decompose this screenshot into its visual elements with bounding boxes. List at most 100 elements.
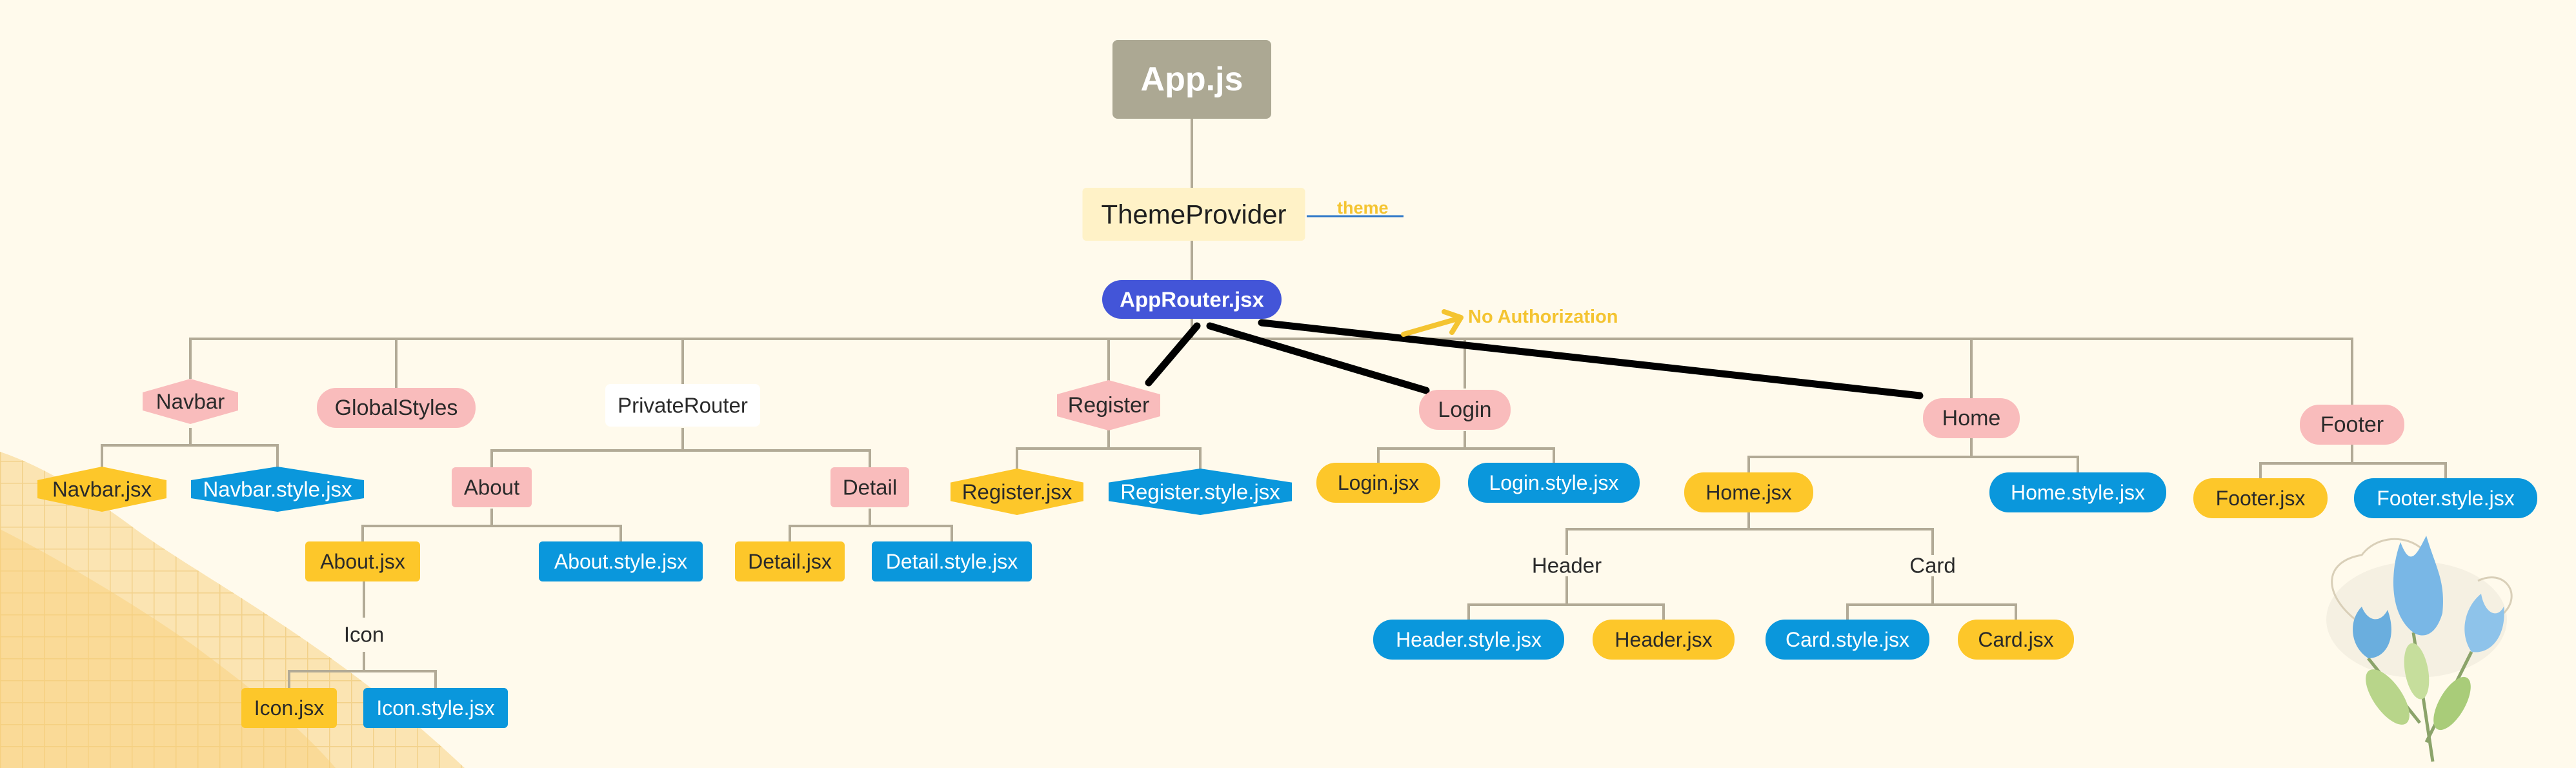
node-register-jsx-label: Register.jsx xyxy=(962,480,1072,504)
node-icon-style-shape xyxy=(363,688,508,728)
node-private-router-label: PrivateRouter xyxy=(618,394,748,418)
node-app-router: AppRouter.jsx xyxy=(1102,280,1282,319)
node-card-jsx-shape xyxy=(1958,620,2074,660)
node-detail-style-label: Detail.style.jsx xyxy=(886,550,1018,573)
node-register-jsx-shape xyxy=(951,469,1083,515)
node-login-style: Login.style.jsx xyxy=(1468,463,1640,503)
node-register-style-shape xyxy=(1109,469,1292,515)
node-theme-provider-label: ThemeProvider xyxy=(1101,199,1286,230)
node-footer-jsx-label: Footer.jsx xyxy=(2216,487,2306,510)
node-card-style-shape xyxy=(1766,620,1929,660)
node-login-jsx: Login.jsx xyxy=(1316,463,1440,503)
no-authorization-note: No Authorization xyxy=(1401,307,1618,337)
node-about-jsx: About.jsx xyxy=(305,541,420,581)
node-card-jsx-label: Card.jsx xyxy=(1978,628,2053,651)
node-navbar-label: Navbar xyxy=(156,390,225,414)
node-register-style: Register.style.jsx xyxy=(1109,469,1292,515)
node-home-jsx-label: Home.jsx xyxy=(1706,481,1791,504)
node-theme-provider: ThemeProvider xyxy=(1082,188,1305,241)
node-icon-jsx-label: Icon.jsx xyxy=(254,696,324,720)
node-app-router-shape xyxy=(1102,280,1282,319)
node-footer-style-label: Footer.style.jsx xyxy=(2377,487,2514,510)
node-home-style-shape xyxy=(1989,472,2166,512)
route-lines xyxy=(1145,319,1924,399)
node-footer-jsx-shape xyxy=(2193,478,2328,518)
node-login-label: Login xyxy=(1438,398,1491,422)
node-login-jsx-label: Login.jsx xyxy=(1338,471,1419,494)
node-home: Home xyxy=(1923,398,2020,438)
no-authorization-label: No Authorization xyxy=(1468,307,1618,327)
node-detail-jsx-label: Detail.jsx xyxy=(748,550,832,573)
node-about-shape xyxy=(452,467,532,507)
diagram-nodes: App.jsThemeProviderAppRouter.jsxNavbarNa… xyxy=(37,40,2537,728)
node-about-style: About.style.jsx xyxy=(539,541,703,581)
node-global-styles-label: GlobalStyles xyxy=(335,396,458,420)
node-register: Register xyxy=(1057,380,1160,430)
node-icon-style-label: Icon.style.jsx xyxy=(376,696,494,720)
arrow-icon xyxy=(1442,309,1464,335)
node-navbar-style-label: Navbar.style.jsx xyxy=(203,478,352,501)
node-global-styles-shape xyxy=(317,388,476,428)
node-login: Login xyxy=(1419,390,1511,430)
node-detail-label: Detail xyxy=(843,476,897,500)
node-home-jsx-shape xyxy=(1684,472,1813,512)
node-about: About xyxy=(452,467,532,507)
node-detail-style-shape xyxy=(872,541,1032,581)
node-navbar-jsx-shape xyxy=(37,467,166,512)
node-card-style: Card.style.jsx xyxy=(1766,620,1929,660)
node-theme-provider-shape xyxy=(1082,188,1305,241)
node-footer-style: Footer.style.jsx xyxy=(2354,478,2537,518)
node-header-label: Header xyxy=(1532,554,1602,578)
theme-note-label: theme xyxy=(1337,198,1389,217)
node-home-shape xyxy=(1923,398,2020,438)
node-register-style-label: Register.style.jsx xyxy=(1120,480,1280,504)
node-footer-style-shape xyxy=(2354,478,2537,518)
node-navbar-jsx: Navbar.jsx xyxy=(37,467,166,512)
node-home-jsx: Home.jsx xyxy=(1684,472,1813,512)
tree-connectors xyxy=(101,118,2447,695)
node-header: Header xyxy=(1532,554,1602,578)
node-about-label: About xyxy=(464,476,519,500)
node-footer-jsx: Footer.jsx xyxy=(2193,478,2328,518)
node-header-style-label: Header.style.jsx xyxy=(1396,628,1542,651)
flower-bouquet-illustration xyxy=(2326,536,2513,762)
node-login-shape xyxy=(1419,390,1511,430)
node-app-js-shape xyxy=(1112,40,1271,119)
node-login-style-label: Login.style.jsx xyxy=(1489,471,1619,494)
node-icon-jsx: Icon.jsx xyxy=(241,688,337,728)
node-private-router: PrivateRouter xyxy=(605,384,760,427)
node-header-style-shape xyxy=(1373,620,1564,660)
node-footer-label: Footer xyxy=(2320,412,2384,437)
node-navbar-jsx-label: Navbar.jsx xyxy=(52,478,152,501)
node-register-jsx: Register.jsx xyxy=(951,469,1083,515)
node-icon: Icon xyxy=(344,623,384,647)
node-private-router-shape xyxy=(605,384,760,427)
node-global-styles: GlobalStyles xyxy=(317,388,476,428)
node-home-label: Home xyxy=(1942,406,2001,430)
node-detail-shape xyxy=(830,467,909,507)
node-detail-style: Detail.style.jsx xyxy=(872,541,1032,581)
node-card-style-label: Card.style.jsx xyxy=(1786,628,1909,651)
theme-note: theme xyxy=(1307,198,1404,217)
node-login-jsx-shape xyxy=(1316,463,1440,503)
node-home-style: Home.style.jsx xyxy=(1989,472,2166,512)
node-card: Card xyxy=(1909,554,1956,578)
node-icon-jsx-shape xyxy=(241,688,337,728)
node-footer: Footer xyxy=(2300,405,2404,445)
node-detail: Detail xyxy=(830,467,909,507)
node-header-jsx: Header.jsx xyxy=(1593,620,1735,660)
node-navbar-shape xyxy=(143,379,238,424)
node-register-label: Register xyxy=(1068,393,1150,418)
node-about-style-shape xyxy=(539,541,703,581)
node-header-jsx-label: Header.jsx xyxy=(1615,628,1712,651)
node-detail-jsx-shape xyxy=(735,541,845,581)
node-header-jsx-shape xyxy=(1593,620,1735,660)
node-icon-label: Icon xyxy=(344,623,384,647)
node-login-style-shape xyxy=(1468,463,1640,503)
node-navbar-style: Navbar.style.jsx xyxy=(191,467,364,512)
node-navbar-style-shape xyxy=(191,467,364,512)
node-about-style-label: About.style.jsx xyxy=(554,550,687,573)
node-card-jsx: Card.jsx xyxy=(1958,620,2074,660)
node-about-jsx-label: About.jsx xyxy=(320,550,405,573)
